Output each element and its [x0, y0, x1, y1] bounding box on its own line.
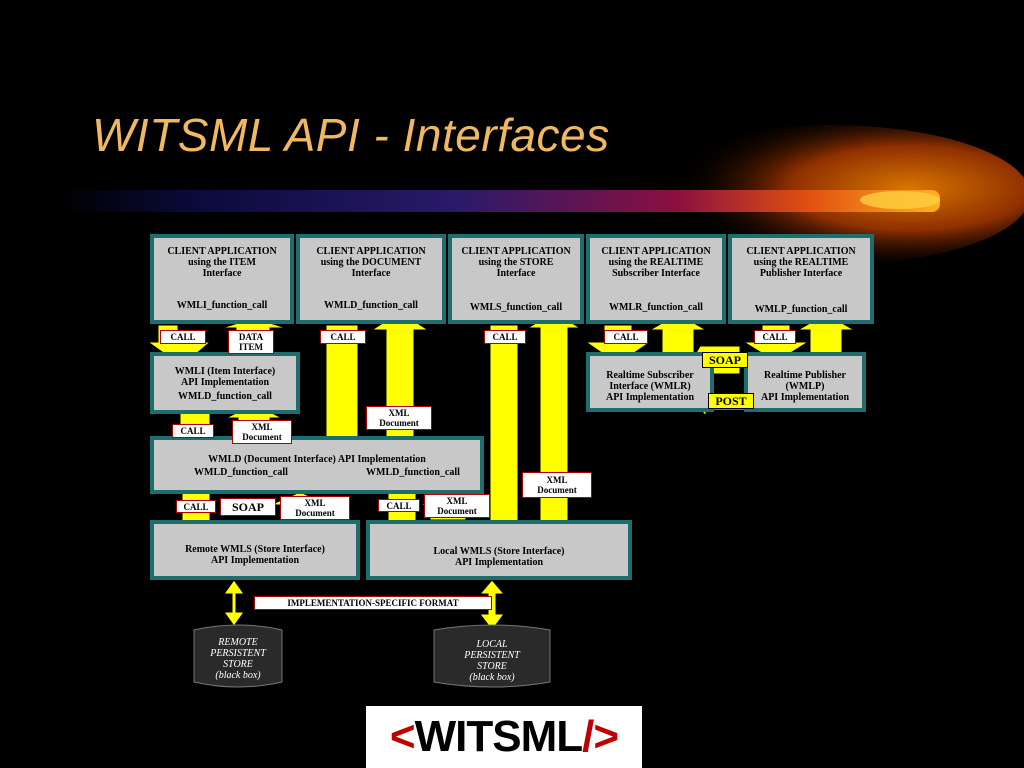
call-label-wmli: CALL	[172, 424, 214, 438]
client-store-call: WMLS_function_call	[469, 302, 563, 313]
soap-label-realtime: SOAP	[702, 352, 748, 368]
remote-wmls-line-1: Remote WMLS (Store Interface)	[185, 544, 325, 555]
client-publisher-line-3: Publisher Interface	[759, 268, 843, 279]
arrow-remote-store	[223, 579, 245, 627]
slide-title: WITSML API - Interfaces	[92, 109, 610, 161]
client-publisher-line-2: using the REALTIME	[753, 257, 849, 268]
wmld-box: WMLD (Document Interface) API Implementa…	[150, 436, 484, 494]
xml-line-1: XML	[446, 496, 468, 506]
xml-line-2: Document	[379, 418, 419, 428]
remote-store-line-2: PERSISTENT	[210, 648, 266, 659]
client-item-line-2: using the ITEM	[188, 257, 256, 268]
client-store-box: CLIENT APPLICATION using the STORE Inter…	[448, 234, 584, 324]
xml-line-2: Document	[437, 506, 477, 516]
xml-document-label-remote: XML Document	[280, 496, 350, 520]
local-wmls-box: Local WMLS (Store Interface) API Impleme…	[366, 520, 632, 580]
client-subscriber-line-2: using the REALTIME	[608, 257, 704, 268]
wmld-line: WMLD (Document Interface) API Implementa…	[208, 454, 426, 465]
data-item-line-1: DATA	[238, 332, 264, 342]
client-realtime-publisher-box: CLIENT APPLICATION using the REALTIME Pu…	[728, 234, 874, 324]
call-label-publisher: CALL	[754, 330, 796, 344]
local-persistent-store: LOCAL PERSISTENT STORE (black box)	[434, 639, 550, 683]
call-label-local: CALL	[378, 499, 420, 512]
client-subscriber-line-3: Subscriber Interface	[612, 268, 700, 279]
remote-store-line-3: STORE	[223, 659, 253, 670]
xml-document-label-document: XML Document	[366, 406, 432, 430]
wmld-call-right: WMLD_function_call	[366, 467, 460, 478]
client-item-line-1: CLIENT APPLICATION	[167, 246, 277, 257]
wmlr-line-2: Interface (WMLR)	[609, 381, 691, 392]
client-store-line-1: CLIENT APPLICATION	[461, 246, 571, 257]
data-item-line-2: ITEM	[238, 342, 263, 352]
remote-wmls-line-2: API Implementation	[210, 555, 300, 566]
client-document-call: WMLD_function_call	[324, 300, 418, 311]
wmlr-line-1: Realtime Subscriber	[606, 370, 694, 381]
post-label-realtime: POST	[708, 393, 754, 409]
xml-line-1: XML	[304, 498, 326, 508]
client-publisher-call: WMLP_function_call	[754, 304, 848, 315]
soap-label-remote: SOAP	[220, 498, 276, 516]
remote-store-line-4: (black box)	[215, 670, 261, 681]
client-item-call: WMLI_function_call	[176, 300, 268, 311]
wmli-call: WMLD_function_call	[178, 391, 272, 402]
remote-store-cylinder	[193, 624, 283, 688]
client-document-line-2: using the DOCUMENT	[320, 257, 422, 268]
wmlp-line-1: Realtime Publisher	[764, 370, 846, 381]
client-item-box: CLIENT APPLICATION using the ITEM Interf…	[150, 234, 294, 324]
xml-line-2: Document	[295, 508, 335, 518]
xml-line-2: Document	[242, 432, 282, 442]
local-wmls-line-1: Local WMLS (Store Interface)	[433, 546, 565, 557]
client-subscriber-line-1: CLIENT APPLICATION	[601, 246, 711, 257]
call-label-document: CALL	[320, 330, 366, 344]
wmld-call-left: WMLD_function_call	[194, 467, 288, 478]
wmlr-line-3: API Implementation	[605, 392, 695, 403]
xml-document-label-wmli: XML Document	[232, 420, 292, 444]
local-store-line-4: (black box)	[469, 672, 515, 683]
wmlp-line-3: API Implementation	[760, 392, 850, 403]
client-document-line-3: Interface	[351, 268, 391, 279]
client-store-line-3: Interface	[496, 268, 536, 279]
local-store-line-3: STORE	[477, 661, 507, 672]
remote-wmls-box: Remote WMLS (Store Interface) API Implem…	[150, 520, 360, 580]
xml-line-1: XML	[388, 408, 410, 418]
call-label-remote: CALL	[176, 500, 216, 513]
call-label-subscriber: CALL	[604, 330, 648, 344]
remote-persistent-store: REMOTE PERSISTENT STORE (black box)	[194, 637, 282, 681]
data-item-label: DATA ITEM	[228, 330, 274, 354]
client-document-line-1: CLIENT APPLICATION	[316, 246, 426, 257]
remote-store-line-1: REMOTE	[218, 637, 258, 648]
witsml-logo-text: <WITSML/>	[389, 712, 619, 761]
wmli-line-2: API Implementation	[180, 377, 270, 388]
client-realtime-subscriber-box: CLIENT APPLICATION using the REALTIME Su…	[586, 234, 726, 324]
client-publisher-line-1: CLIENT APPLICATION	[746, 246, 856, 257]
call-label-store: CALL	[484, 330, 526, 344]
local-wmls-line-2: API Implementation	[454, 557, 544, 568]
xml-document-label-local: XML Document	[424, 494, 490, 518]
wmli-box: WMLI (Item Interface) API Implementation…	[150, 352, 300, 414]
client-store-line-2: using the STORE	[478, 257, 554, 268]
call-label-item: CALL	[160, 330, 206, 344]
xml-line-2: Document	[537, 485, 577, 495]
wmli-line-1: WMLI (Item Interface)	[174, 366, 276, 377]
implementation-format-label: IMPLEMENTATION-SPECIFIC FORMAT	[254, 596, 492, 610]
wmlr-box: Realtime Subscriber Interface (WMLR) API…	[586, 352, 714, 412]
client-item-line-3: Interface	[202, 268, 242, 279]
local-store-cylinder	[433, 624, 551, 688]
local-store-line-2: PERSISTENT	[464, 650, 520, 661]
xml-document-label-store: XML Document	[522, 472, 592, 498]
client-document-box: CLIENT APPLICATION using the DOCUMENT In…	[296, 234, 446, 324]
xml-line-1: XML	[251, 422, 273, 432]
client-subscriber-call: WMLR_function_call	[609, 302, 703, 313]
xml-line-1: XML	[546, 475, 568, 485]
witsml-logo: <WITSML/>	[366, 706, 642, 768]
wmlp-box: Realtime Publisher (WMLP) API Implementa…	[744, 352, 866, 412]
wmlp-line-2: (WMLP)	[785, 381, 825, 392]
local-store-line-1: LOCAL	[476, 639, 508, 650]
